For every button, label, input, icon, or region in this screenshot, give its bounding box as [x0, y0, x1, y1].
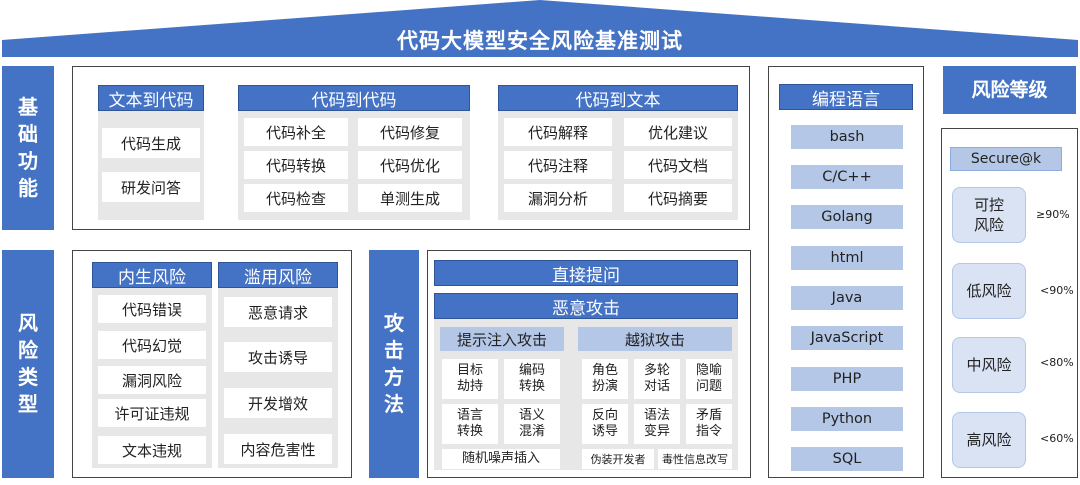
code-to-code-header: 代码到代码: [238, 85, 470, 111]
risk-level-range: <60%: [1040, 432, 1074, 445]
language-item: PHP: [791, 367, 903, 391]
list-item: 代码补全: [244, 118, 348, 146]
list-item: 伪装开发者: [582, 449, 654, 469]
list-item: 矛盾指令: [686, 404, 732, 444]
risk-level-item: 中风险: [952, 337, 1026, 393]
list-item: 语义混淆: [504, 404, 560, 444]
jailbreak-header: 越狱攻击: [578, 327, 732, 351]
side-tab-basic-label: 基础功能: [18, 95, 38, 200]
list-item-label: 语法变异: [643, 408, 670, 439]
internal-risk-header: 内生风险: [92, 262, 212, 288]
list-item: 漏洞风险: [98, 366, 206, 394]
list-item: 反向诱导: [582, 404, 628, 444]
list-item: 多轮对话: [634, 359, 680, 399]
list-item-label: 隐喻问题: [695, 363, 722, 394]
list-item: 代码转换: [244, 151, 348, 179]
list-item: 开发增效: [224, 388, 332, 418]
risk-level-range: <90%: [1040, 284, 1074, 297]
list-item: 毒性信息改写: [658, 449, 732, 469]
list-item: 代码生成: [102, 128, 200, 158]
list-item: 单测生成: [358, 184, 462, 212]
side-tab-risk: 风险类型: [2, 250, 54, 478]
list-item: 许可证违规: [98, 399, 206, 427]
list-item-label: 语言转换: [456, 408, 483, 439]
list-item-label: 编码转换: [518, 363, 545, 394]
page-title: 代码大模型安全风险基准测试: [397, 29, 683, 53]
list-item: 恶意请求: [224, 297, 332, 327]
list-item-label: 角色扮演: [591, 363, 618, 394]
language-item: C/C++: [791, 165, 903, 189]
abuse-risk-header: 滥用风险: [218, 262, 338, 288]
risk-level-item: 可控风险: [952, 187, 1026, 243]
text-to-code-header: 文本到代码: [98, 85, 204, 111]
list-item-label: 多轮对话: [643, 363, 670, 394]
language-item: Golang: [791, 205, 903, 229]
list-item: 代码检查: [244, 184, 348, 212]
list-item: 编码转换: [504, 359, 560, 399]
list-item: 角色扮演: [582, 359, 628, 399]
risk-level-label: 可控风险: [973, 196, 1004, 234]
list-item-label: 目标劫持: [456, 363, 483, 394]
list-item: 语言转换: [442, 404, 498, 444]
direct-question-header: 直接提问: [434, 260, 738, 286]
language-item: Python: [791, 407, 903, 431]
language-item: html: [791, 246, 903, 270]
languages-header: 编程语言: [779, 84, 913, 110]
language-item: bash: [791, 125, 903, 149]
risk-level-item: 低风险: [952, 263, 1026, 319]
list-item: 代码注释: [504, 151, 612, 179]
side-tab-attack: 攻击方法: [369, 250, 419, 478]
metric-label: Secure@k: [950, 147, 1062, 171]
list-item: 隐喻问题: [686, 359, 732, 399]
side-tab-basic: 基础功能: [2, 66, 54, 230]
list-item-label: 语义混淆: [518, 408, 545, 439]
language-item: SQL: [791, 447, 903, 471]
text-to-code-group: [98, 109, 204, 220]
risk-level-item: 高风险: [952, 412, 1026, 468]
side-tab-attack-label: 攻击方法: [384, 311, 404, 416]
banner-roof: [2, 0, 1078, 57]
risk-level-range: <80%: [1040, 356, 1074, 369]
risk-level-header: 风险等级: [943, 66, 1076, 114]
risk-level-range: ≥90%: [1036, 208, 1070, 221]
list-item: 研发问答: [102, 172, 200, 202]
list-item: 代码幻觉: [98, 331, 206, 359]
list-item: 漏洞分析: [504, 184, 612, 212]
malicious-attack-header: 恶意攻击: [434, 293, 738, 319]
list-item: 目标劫持: [442, 359, 498, 399]
list-item: 代码摘要: [624, 184, 732, 212]
list-item: 代码文档: [624, 151, 732, 179]
code-to-text-header: 代码到文本: [498, 85, 738, 111]
side-tab-risk-label: 风险类型: [18, 311, 38, 416]
list-item: 内容危害性: [224, 434, 332, 464]
list-item: 代码优化: [358, 151, 462, 179]
list-item: 代码修复: [358, 118, 462, 146]
list-item: 优化建议: [624, 118, 732, 146]
list-item-label: 矛盾指令: [695, 408, 722, 439]
list-item: 攻击诱导: [224, 342, 332, 372]
language-item: Java: [791, 286, 903, 310]
prompt-injection-header: 提示注入攻击: [440, 327, 564, 351]
list-item: 文本违规: [98, 436, 206, 464]
list-item: 随机噪声插入: [442, 449, 560, 469]
list-item: 语法变异: [634, 404, 680, 444]
list-item: 代码错误: [98, 295, 206, 323]
list-item-label: 反向诱导: [591, 408, 618, 439]
language-item: JavaScript: [791, 326, 903, 350]
list-item: 代码解释: [504, 118, 612, 146]
